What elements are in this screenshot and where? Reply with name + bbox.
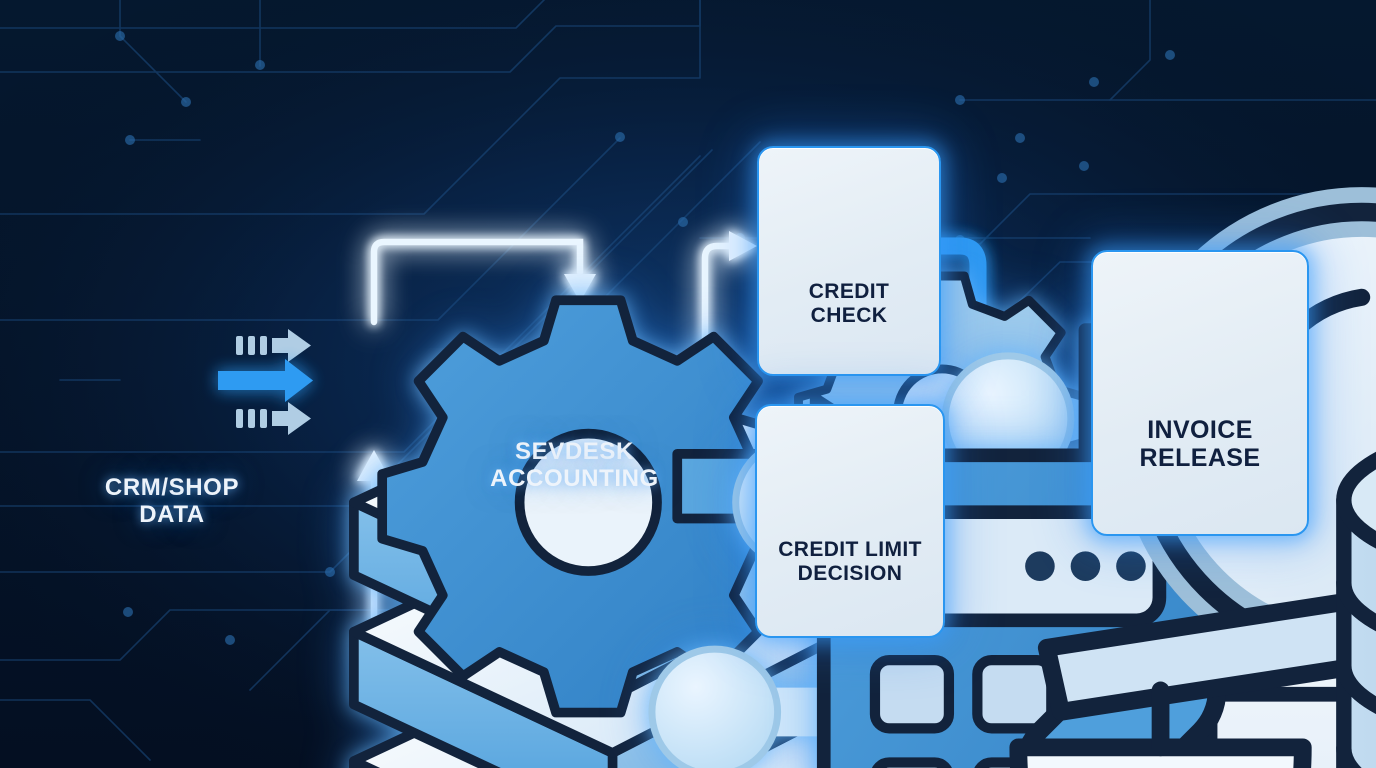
card-credit-check[interactable]: CREDIT CHECK — [757, 146, 1376, 768]
card-label-invoice-release: INVOICE RELEASE — [1140, 416, 1261, 472]
credit-limit-label-line2: DECISION — [797, 561, 903, 585]
crm-label-line2: DATA — [139, 501, 205, 529]
card-credit-limit-decision[interactable]: CREDIT LIMIT DECISION — [755, 404, 1376, 768]
card-label-credit-limit-decision: CREDIT LIMIT DECISION — [778, 538, 922, 585]
invoice-release-label-line1: INVOICE — [1147, 416, 1253, 444]
invoice-release-label-line2: RELEASE — [1139, 444, 1261, 472]
coins-envelope-icon — [1336, 451, 1376, 768]
node-label-crm-shop-data: CRM/SHOP DATA — [62, 474, 282, 529]
credit-check-label-line2: CHECK — [810, 303, 888, 327]
card-invoice-release[interactable]: INVOICE RELEASE — [1091, 250, 1376, 768]
node-label-sevdesk-accounting: SEVDESK ACCOUNTING — [457, 438, 692, 493]
connector-hub-bypass-to-sevdesk — [370, 238, 596, 326]
credit-limit-label-line1: CREDIT LIMIT — [778, 538, 922, 561]
connector-data-to-hub-bottom — [236, 402, 311, 435]
crm-label-line1: CRM/SHOP — [104, 474, 240, 501]
sevdesk-label-line1: SEVDESK — [515, 438, 634, 465]
credit-check-label-line1: CREDIT — [808, 280, 890, 303]
connector-data-to-hub-main — [218, 359, 313, 402]
gear-large-icon — [377, 295, 800, 718]
sevdesk-label-line2: ACCOUNTING — [490, 465, 659, 493]
connector-data-to-hub-top — [236, 329, 311, 362]
card-label-credit-check: CREDIT CHECK — [809, 280, 890, 327]
